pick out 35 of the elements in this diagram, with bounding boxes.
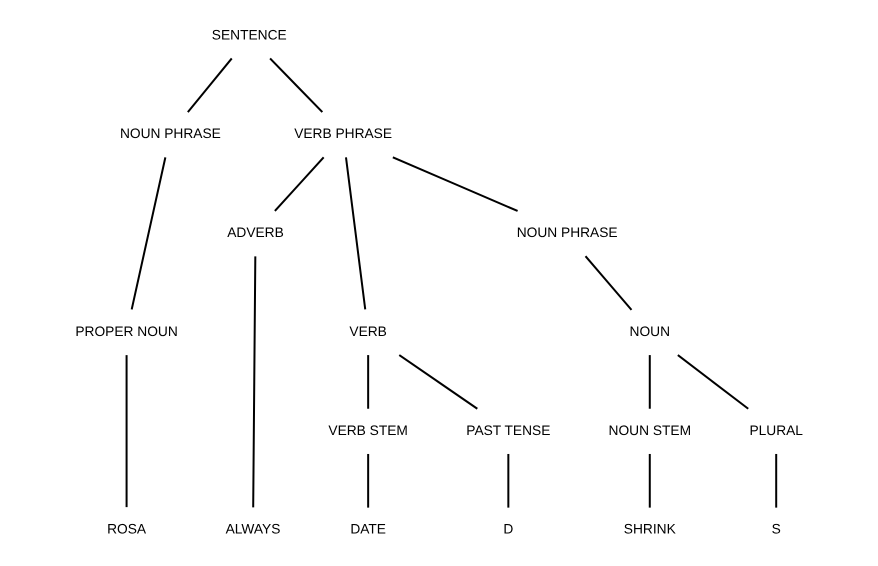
connector xyxy=(186,58,232,113)
connector xyxy=(648,454,650,508)
connector xyxy=(774,454,777,508)
node-text: NOUN PHRASE xyxy=(119,126,220,142)
node-text: NOUN PHRASE xyxy=(516,225,618,240)
connector xyxy=(506,454,509,508)
connector xyxy=(366,355,369,409)
node-text: VERB xyxy=(348,324,386,339)
node-text: PAST TENSE xyxy=(466,422,550,438)
connector xyxy=(366,454,369,508)
connector xyxy=(584,256,632,311)
connector xyxy=(676,354,748,410)
node-text: D xyxy=(502,522,513,537)
node-text: NOUN STEM xyxy=(608,422,691,438)
connector xyxy=(252,256,256,508)
connector xyxy=(274,156,324,212)
connector xyxy=(398,354,478,410)
node-text: SHRINK xyxy=(623,522,676,537)
node-text: SENTENCE xyxy=(211,27,286,42)
node-text: ALWAYS xyxy=(225,522,280,537)
connector xyxy=(268,58,323,113)
connector xyxy=(648,355,650,409)
node-text: VERB PHRASE xyxy=(294,126,392,142)
node-text: ROSA xyxy=(106,522,146,537)
node-text: PLURAL xyxy=(748,422,802,438)
connector xyxy=(392,156,518,212)
node-text: DATE xyxy=(350,522,386,537)
node-text: PROPER NOUN xyxy=(74,324,178,339)
node-text: NOUN xyxy=(629,324,670,339)
node-text: VERB STEM xyxy=(328,422,408,438)
node-text: S xyxy=(771,522,780,537)
connector xyxy=(130,157,166,310)
connector xyxy=(125,355,128,508)
node-text: ADVERB xyxy=(226,225,284,240)
connector xyxy=(344,157,366,310)
